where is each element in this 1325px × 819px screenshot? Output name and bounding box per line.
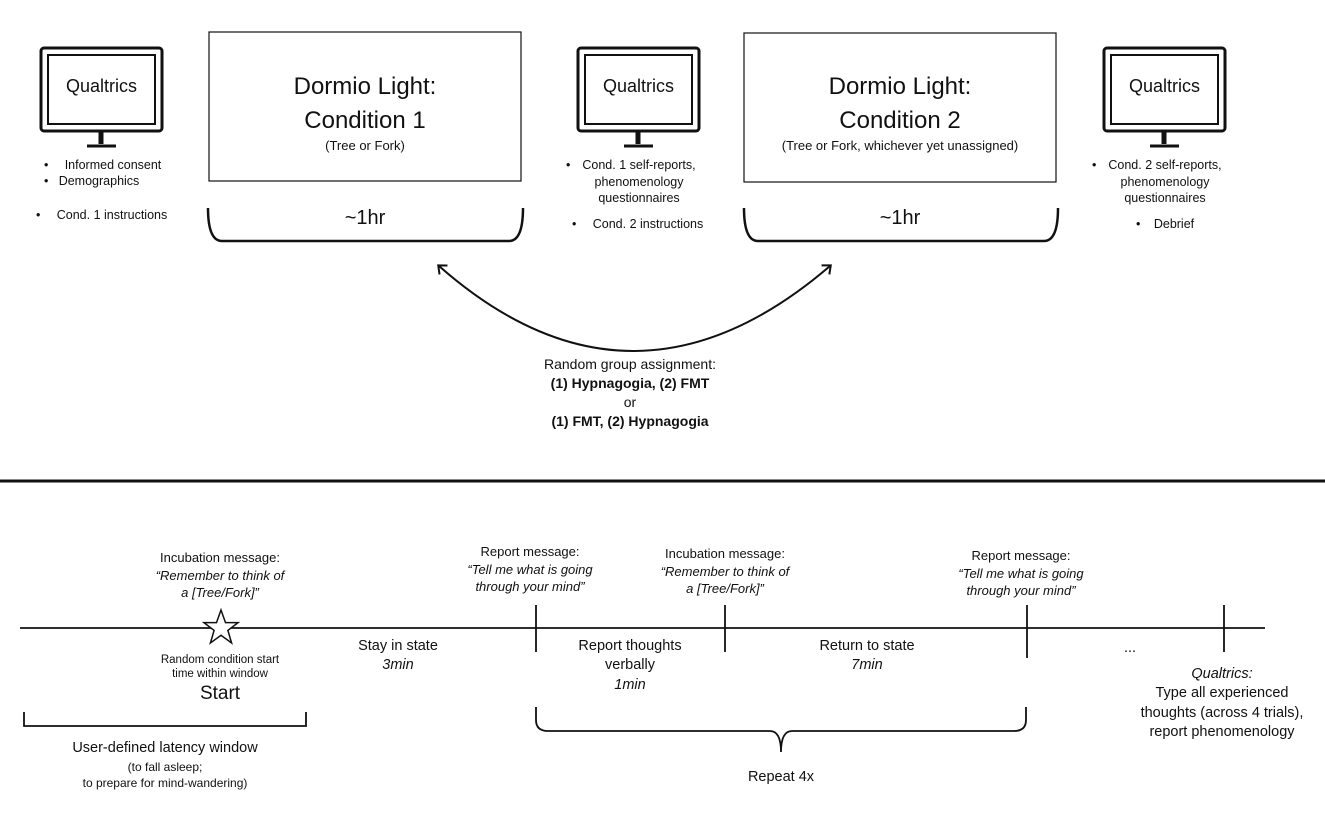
latency-note: to prepare for mind-wandering) bbox=[82, 776, 248, 790]
assignment-option: (1) FMT, (2) Hypnagogia bbox=[551, 413, 709, 429]
segment-duration: 1min bbox=[614, 677, 646, 693]
condition-title: Dormio Light: bbox=[293, 73, 437, 100]
final-text: report phenomenology bbox=[1149, 724, 1295, 740]
message-text: “Remember to think of bbox=[155, 568, 285, 583]
message-text: “Tell me what is going bbox=[467, 562, 593, 577]
final-text: Type all experienced bbox=[1155, 685, 1289, 701]
duration-bracket bbox=[742, 207, 1060, 243]
condition-title: Condition 1 bbox=[304, 107, 426, 134]
message-text: through your mind” bbox=[475, 579, 585, 594]
start-label: Start bbox=[199, 683, 241, 704]
message-text: through your mind” bbox=[966, 583, 1076, 598]
monitor-label: Qualtrics bbox=[1128, 76, 1200, 96]
message-title: Report message: bbox=[480, 544, 580, 559]
bullet-item: Cond. 2 self-reports, phenomenology ques… bbox=[1092, 157, 1224, 207]
bullet-item: Informed consent bbox=[44, 157, 168, 174]
message-text: a [Tree/Fork]” bbox=[686, 581, 764, 596]
repeat-label: Repeat 4x bbox=[747, 769, 815, 785]
monitor-label: Qualtrics bbox=[602, 76, 674, 96]
message-text: “Remember to think of bbox=[660, 564, 790, 579]
message-title: Incubation message: bbox=[665, 546, 785, 561]
bullet-item: Demographics bbox=[44, 173, 140, 190]
latency-title: User-defined latency window bbox=[72, 740, 258, 756]
condition-duration: ~1hr bbox=[344, 207, 386, 229]
segment-label: Report thoughts bbox=[578, 638, 682, 654]
condition-title: Condition 2 bbox=[839, 107, 961, 134]
start-note: time within window bbox=[172, 668, 268, 680]
start-note: Random condition start bbox=[160, 654, 280, 666]
duration-bracket bbox=[206, 207, 525, 243]
condition-duration: ~1hr bbox=[879, 207, 921, 229]
assignment-label: Random group assignment: bbox=[544, 356, 716, 372]
bullet-item: Debrief bbox=[1136, 216, 1198, 233]
latency-bracket bbox=[23, 712, 307, 727]
bullet-item: Cond. 1 instructions bbox=[36, 207, 174, 224]
segment-label: Stay in state bbox=[358, 638, 438, 654]
repeat-brace bbox=[535, 707, 1027, 753]
condition-1-box bbox=[208, 31, 522, 182]
segment-duration: 7min bbox=[851, 657, 883, 673]
condition-subtitle: (Tree or Fork) bbox=[325, 138, 405, 153]
monitor-icon bbox=[1102, 46, 1227, 148]
final-title: Qualtrics: bbox=[1191, 666, 1253, 682]
message-text: “Tell me what is going bbox=[958, 566, 1084, 581]
segment-label: verbally bbox=[605, 657, 655, 673]
assignment-or: or bbox=[623, 394, 637, 410]
latency-note: (to fall asleep; bbox=[127, 760, 203, 774]
monitor-label: Qualtrics bbox=[65, 76, 137, 96]
bullet-item: Cond. 1 self-reports, phenomenology ques… bbox=[566, 157, 698, 207]
condition-2-box bbox=[743, 32, 1057, 183]
segment-label: Return to state bbox=[819, 638, 915, 654]
condition-subtitle: (Tree or Fork, whichever yet unassigned) bbox=[781, 138, 1019, 153]
monitor-icon bbox=[576, 46, 701, 148]
start-star-icon bbox=[201, 607, 241, 645]
monitor-icon bbox=[39, 46, 164, 148]
counterbalance-arrow bbox=[437, 264, 832, 352]
message-title: Report message: bbox=[971, 548, 1071, 563]
ellipsis: ... bbox=[1123, 640, 1137, 656]
message-text: a [Tree/Fork]” bbox=[181, 585, 259, 600]
message-title: Incubation message: bbox=[160, 550, 280, 565]
final-text: thoughts (across 4 trials), bbox=[1140, 705, 1304, 721]
condition-title: Dormio Light: bbox=[828, 73, 972, 100]
bullet-item: Cond. 2 instructions bbox=[572, 216, 710, 233]
assignment-option: (1) Hypnagogia, (2) FMT bbox=[550, 375, 710, 391]
segment-duration: 3min bbox=[382, 657, 414, 673]
